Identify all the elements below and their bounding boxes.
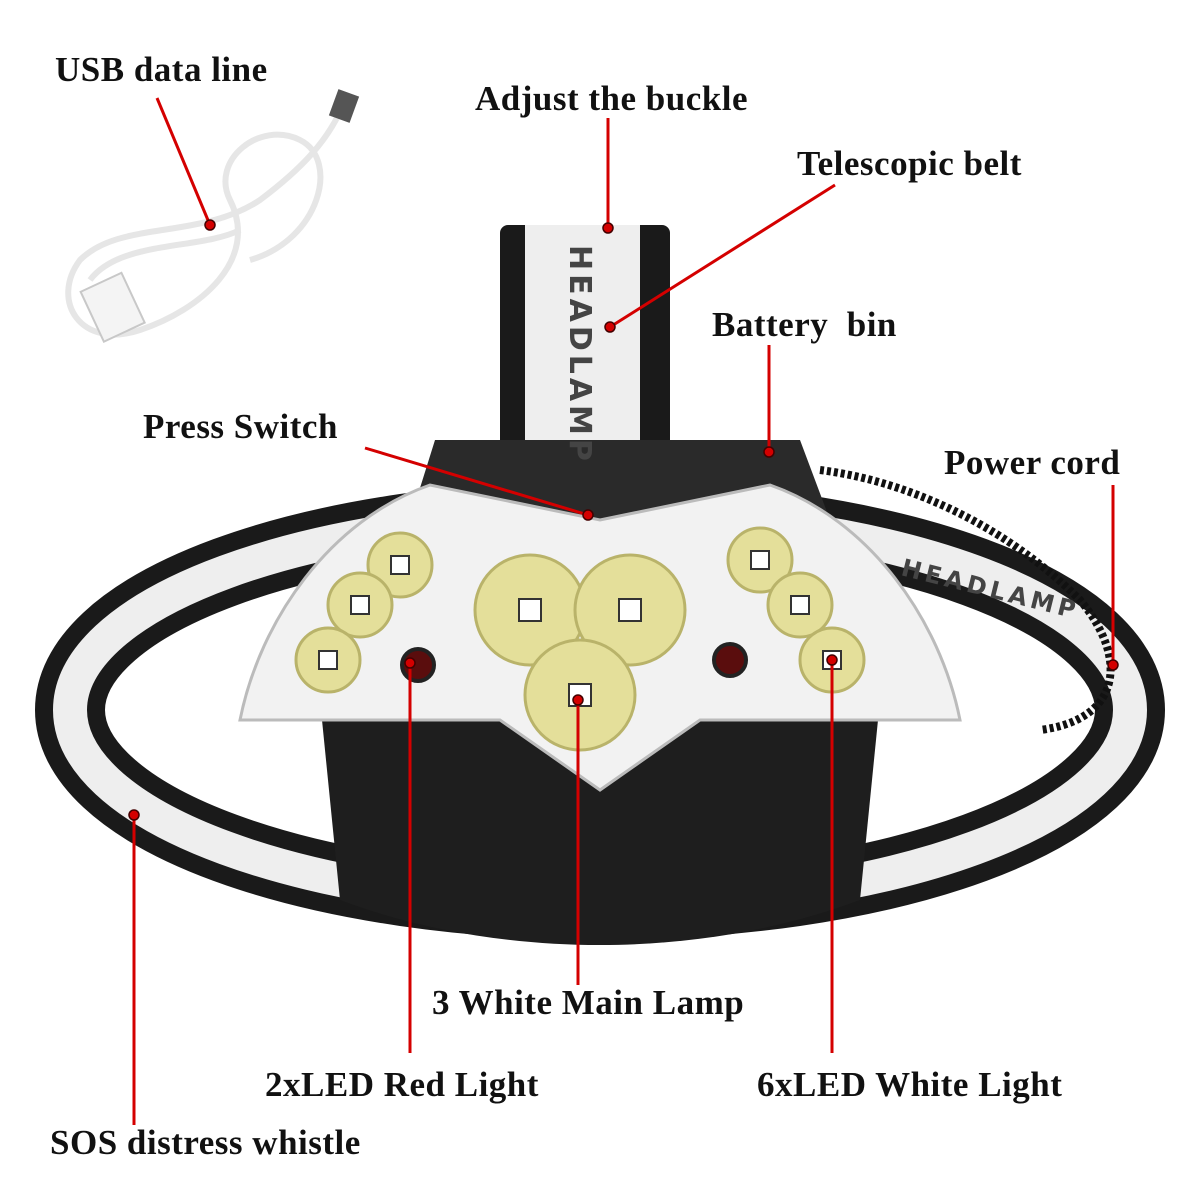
- led-chip: [350, 595, 370, 615]
- leader-dot: [826, 654, 838, 666]
- led-chip: [790, 595, 810, 615]
- label-telescopic-belt: Telescopic belt: [797, 144, 1022, 183]
- leader-line: [609, 183, 836, 329]
- label-red-light: 2xLED Red Light: [265, 1065, 539, 1104]
- led-chip: [750, 550, 770, 570]
- label-sos-whistle: SOS distress whistle: [50, 1123, 361, 1162]
- label-power-cord: Power cord: [944, 443, 1121, 482]
- leader-dot: [582, 509, 594, 521]
- leader-dot: [204, 219, 216, 231]
- lamp-housing: [320, 700, 880, 945]
- label-adjust-buckle: Adjust the buckle: [475, 79, 748, 118]
- leader-line: [364, 446, 589, 517]
- leader-dot: [604, 321, 616, 333]
- led-chip: [518, 598, 542, 622]
- led-chip: [618, 598, 642, 622]
- leader-dot: [763, 446, 775, 458]
- label-battery-bin: Battery bin: [712, 305, 897, 344]
- label-press-switch: Press Switch: [143, 407, 338, 446]
- red-led: [712, 642, 748, 678]
- label-white-light: 6xLED White Light: [757, 1065, 1063, 1104]
- led-chip: [390, 555, 410, 575]
- leader-dot: [572, 694, 584, 706]
- leader-dot: [1107, 659, 1119, 671]
- label-usb-data-line: USB data line: [55, 50, 268, 89]
- label-main-lamp: 3 White Main Lamp: [432, 983, 745, 1022]
- leader-dot: [404, 657, 416, 669]
- leader-lines: [128, 97, 1119, 1125]
- leader-dot: [602, 222, 614, 234]
- led-chip: [318, 650, 338, 670]
- top-strap-text: HEADLAMP: [562, 245, 597, 465]
- leader-dot: [128, 809, 140, 821]
- usb-cable-image: [65, 89, 360, 344]
- leader-line: [155, 97, 212, 226]
